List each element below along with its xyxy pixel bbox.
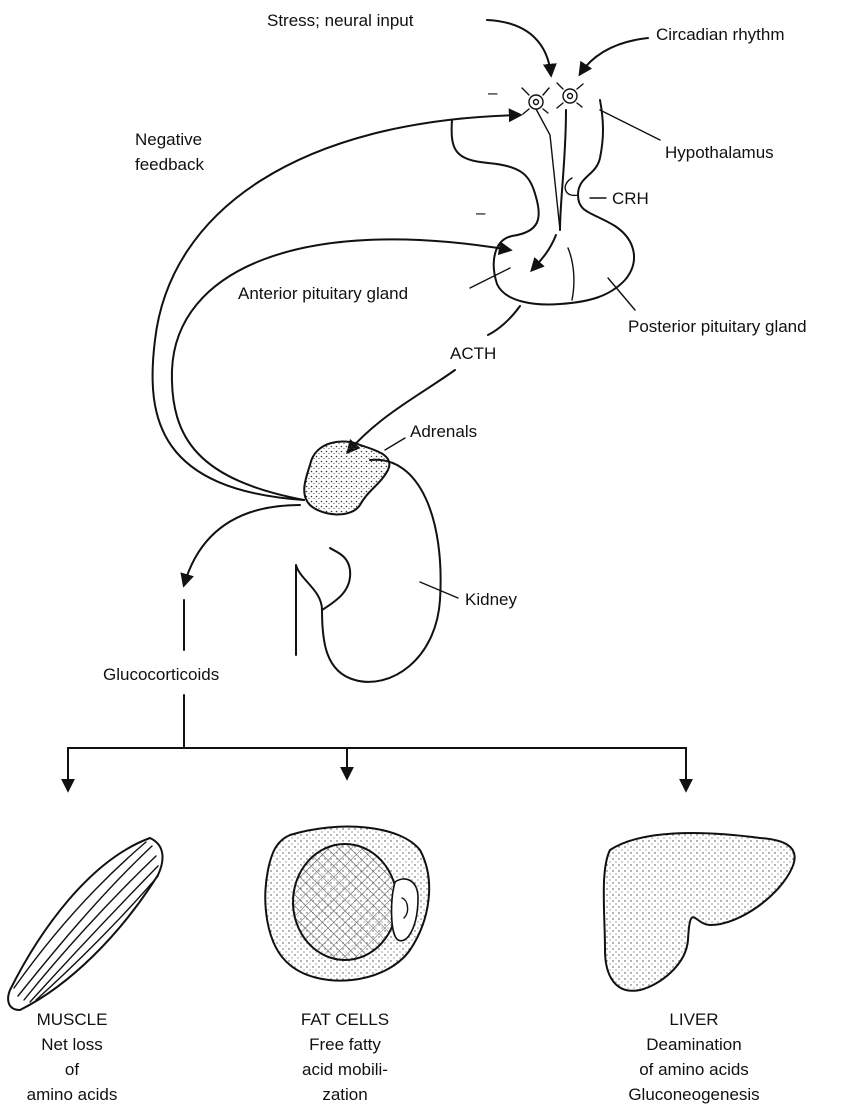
muscle-line4: amino acids [27, 1085, 118, 1104]
liver-line3: of amino acids [639, 1060, 749, 1079]
fat-cells-line2: Free fatty [309, 1035, 381, 1054]
fat-cells-line4: zation [322, 1085, 367, 1104]
adrenals-leader [385, 438, 405, 450]
glucocorticoids-label: Glucocorticoids [103, 665, 219, 684]
anterior-pituitary-leader [470, 268, 510, 288]
hypothalamus-leader [600, 110, 660, 140]
adrenals-label: Adrenals [410, 422, 477, 441]
fat-cells-title: FAT CELLS [301, 1010, 389, 1029]
feedback-minus-pituitary: – [476, 203, 486, 222]
crh-label: CRH [612, 189, 649, 208]
posterior-pituitary-label: Posterior pituitary gland [628, 317, 807, 336]
pituitary-to-acth-line [488, 306, 520, 335]
circadian-arrow [580, 38, 648, 74]
fat-cells-line3: acid mobili- [302, 1060, 388, 1079]
anterior-pituitary-label: Anterior pituitary gland [238, 284, 408, 303]
crh-to-pituitary-arrow [532, 235, 556, 270]
hypothalamus-label: Hypothalamus [665, 143, 774, 162]
circadian-rhythm-label: Circadian rhythm [656, 25, 785, 44]
muscle-line3: of [65, 1060, 79, 1079]
liver-line4: Gluconeogenesis [628, 1085, 759, 1104]
muscle-title: MUSCLE [37, 1010, 108, 1029]
pituitary-divider [568, 248, 574, 300]
neuron-icon [557, 83, 583, 108]
kidney-label: Kidney [465, 590, 517, 609]
negative-feedback-label-line1: Negative [135, 130, 202, 149]
stress-input-label: Stress; neural input [267, 11, 414, 30]
crh-capillary [565, 178, 578, 195]
negative-feedback-label-line2: feedback [135, 155, 204, 174]
acth-label: ACTH [450, 344, 496, 363]
infundibulum-stalk [560, 110, 566, 230]
adrenal-to-glucocorticoids-arrow [184, 505, 300, 585]
liver-line2: Deamination [646, 1035, 741, 1054]
adrenal-icon [304, 442, 389, 515]
muscle-caption: MUSCLE Net loss of amino acids [27, 1010, 118, 1104]
feedback-minus-hypothalamus: – [488, 83, 498, 102]
stress-arrow [487, 20, 551, 75]
neuron-icon [522, 88, 560, 230]
muscle-line2: Net loss [41, 1035, 102, 1054]
kidney-leader [420, 582, 458, 598]
fat-cells-caption: FAT CELLS Free fatty acid mobili- zation [301, 1010, 389, 1104]
fat-cell-icon [265, 827, 429, 981]
liver-title: LIVER [669, 1010, 718, 1029]
muscle-icon [8, 838, 162, 1010]
liver-caption: LIVER Deamination of amino acids Glucone… [628, 1010, 759, 1104]
liver-icon [604, 833, 795, 991]
